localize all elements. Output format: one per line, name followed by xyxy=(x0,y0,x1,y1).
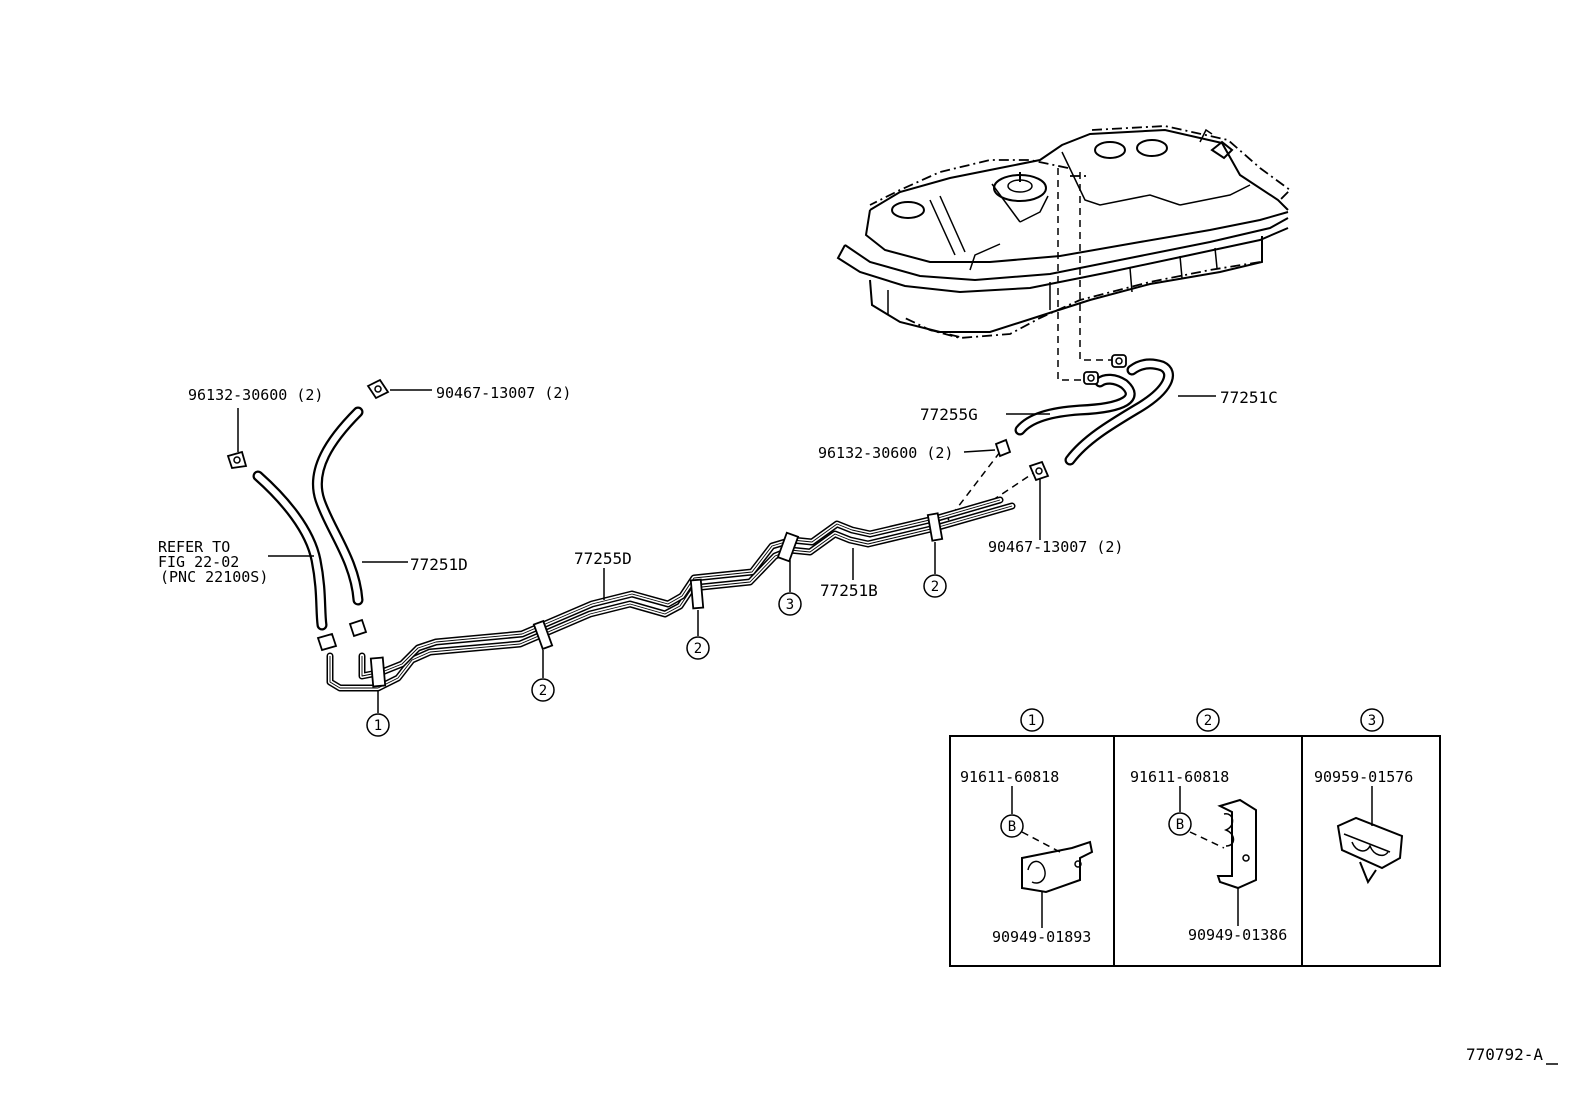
callout-2-b[interactable]: 2 xyxy=(686,636,710,660)
label-77251c: 77251C xyxy=(1220,388,1278,407)
clip-left-icon xyxy=(226,450,248,469)
panel1-top-part: 91611-60818 xyxy=(960,768,1059,786)
callout-2-c[interactable]: 2 xyxy=(923,574,947,598)
leader-lines xyxy=(237,389,1216,713)
hose-clamp-icon xyxy=(1083,354,1127,385)
callout-2b-number: 2 xyxy=(694,641,702,657)
hose-left-filler[interactable] xyxy=(252,470,328,631)
label-77255d: 77255D xyxy=(574,549,632,568)
clip-right-icon xyxy=(994,438,1012,458)
clamp-right-icon xyxy=(1028,460,1050,482)
hose-77251c[interactable] xyxy=(1064,358,1174,466)
tube-clamp-2b[interactable] xyxy=(689,578,705,610)
bracket-clamp-2-icon xyxy=(1216,798,1257,890)
tube-clamp-3[interactable] xyxy=(776,531,800,563)
bracket-clamp-1-icon xyxy=(1021,840,1094,894)
clip-3-icon xyxy=(1336,816,1404,885)
tube-clamp-1[interactable] xyxy=(369,656,387,688)
detail-header-2-number: 2 xyxy=(1204,713,1212,729)
label-77251b: 77251B xyxy=(820,581,878,600)
detail-header-1: 1 xyxy=(1020,708,1044,732)
clamp-left-icon xyxy=(366,378,390,400)
label-clamp-right: 90467-13007 (2) xyxy=(988,538,1123,556)
detail-panel-2: 91611-60818 B 90949-01386 xyxy=(1130,768,1287,944)
callout-2c-number: 2 xyxy=(931,579,939,595)
tube-clamp-2a[interactable] xyxy=(532,619,554,651)
refer-line-1: REFER TO xyxy=(158,538,230,556)
detail-table: 1 2 3 91611-60818 B 90949-01893 xyxy=(949,708,1441,967)
label-clip-left: 96132-30600 (2) xyxy=(188,386,323,404)
panel1-bottom-part: 90949-01893 xyxy=(992,928,1091,946)
hose-77251d[interactable] xyxy=(311,406,364,606)
label-77251d: 77251D xyxy=(410,555,468,574)
callout-1[interactable]: 1 xyxy=(366,713,390,737)
callout-2a-number: 2 xyxy=(539,683,547,699)
detail-header-1-number: 1 xyxy=(1028,713,1036,729)
panel2-bottom-part: 90949-01386 xyxy=(1188,926,1287,944)
tube-end-clips-icon xyxy=(316,618,368,652)
callout-3[interactable]: 3 xyxy=(778,592,802,616)
label-clip-right: 96132-30600 (2) xyxy=(818,444,953,462)
main-fuel-tubes[interactable] xyxy=(326,496,1016,692)
detail-header-3-number: 3 xyxy=(1368,713,1376,729)
hose-77255g[interactable] xyxy=(1014,373,1136,436)
panel2-top-part: 91611-60818 xyxy=(1130,768,1229,786)
detail-panel-1: 91611-60818 B 90949-01893 xyxy=(960,768,1094,946)
callout-2-a[interactable]: 2 xyxy=(531,678,555,702)
refer-line-2: FIG 22-02 xyxy=(158,553,239,571)
detail-header-3: 3 xyxy=(1360,708,1384,732)
figure-id: 770792-A xyxy=(1466,1045,1543,1064)
callout-3-number: 3 xyxy=(786,597,794,613)
panel3-top-part: 90959-01576 xyxy=(1314,768,1413,786)
fuel-tank xyxy=(836,125,1292,339)
detail-header-2: 2 xyxy=(1196,708,1220,732)
refer-line-3: (PNC 22100S) xyxy=(160,568,268,586)
panel2-bolt-label: B xyxy=(1176,817,1184,833)
label-clamp-left: 90467-13007 (2) xyxy=(436,384,571,402)
detail-panel-3: 90959-01576 xyxy=(1314,768,1413,885)
tube-clamp-2c[interactable] xyxy=(926,512,944,542)
panel1-bolt-label: B xyxy=(1008,819,1016,835)
label-77255g: 77255G xyxy=(920,405,978,424)
callout-1-number: 1 xyxy=(374,718,382,734)
